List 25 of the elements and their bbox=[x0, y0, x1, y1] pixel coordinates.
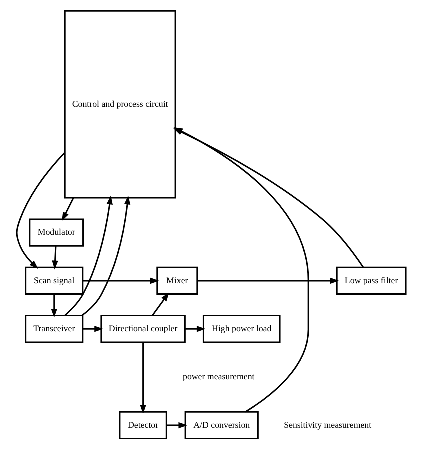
arrow bbox=[140, 342, 146, 414]
node-box: Scan signal bbox=[25, 266, 84, 296]
arrow bbox=[185, 326, 206, 332]
arrow bbox=[198, 278, 340, 284]
arrow bbox=[51, 294, 58, 318]
node-box: Mixer bbox=[156, 266, 198, 296]
arrow bbox=[166, 422, 188, 429]
arrow bbox=[62, 198, 74, 222]
arrow bbox=[82, 196, 131, 316]
node-box: Directional coupler bbox=[100, 315, 186, 344]
arrow bbox=[52, 246, 58, 270]
arrow bbox=[83, 326, 104, 332]
node-box: Modulator bbox=[29, 218, 84, 247]
label: power measurement bbox=[183, 372, 255, 382]
node-box: Control and process circuit bbox=[64, 10, 176, 199]
arrow bbox=[82, 278, 160, 284]
arrow bbox=[16, 152, 66, 270]
label: Sensitivity measurement bbox=[284, 420, 372, 430]
arrow bbox=[64, 196, 113, 316]
node-box: Detector bbox=[119, 411, 168, 440]
arrow bbox=[152, 292, 170, 316]
node-box: Transceiver bbox=[25, 315, 84, 344]
node-box: Low pass filter bbox=[336, 266, 407, 296]
node-box: A/D conversion bbox=[184, 411, 259, 440]
node-box: High power load bbox=[202, 315, 281, 344]
